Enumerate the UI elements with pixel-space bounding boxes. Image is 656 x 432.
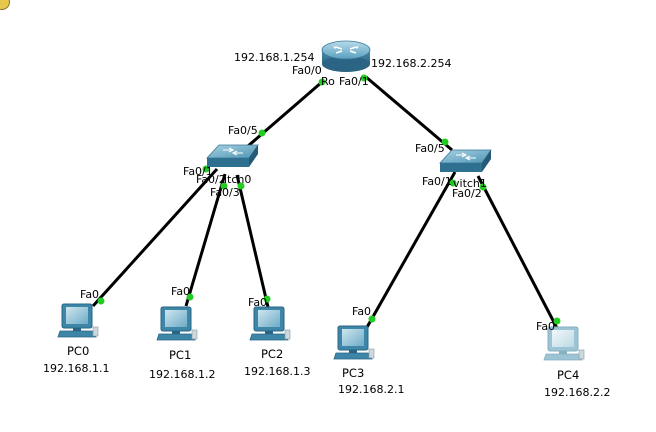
router-port-left: Fa0/0 (292, 64, 322, 77)
router-port-right: Fa0/1 (339, 75, 369, 88)
switch0-port-3: Fa0/3 (210, 186, 240, 199)
switch0-port-1: Fa0/1 (183, 165, 213, 178)
router-icon[interactable] (321, 40, 371, 72)
pc2-ip: 192.168.1.3 (244, 365, 311, 378)
link-switch0-pc1[interactable] (184, 173, 227, 307)
switch-icon[interactable] (439, 149, 492, 172)
link-switch1-pc4[interactable] (476, 175, 560, 331)
links (91, 75, 560, 331)
pc1-ip: 192.168.1.2 (149, 368, 216, 381)
pc2-name: PC2 (261, 347, 284, 361)
switch1-port-2: Fa0/2 (452, 187, 482, 200)
pc4-ip: 192.168.2.2 (544, 386, 611, 399)
switch0-name: itch0 (224, 173, 252, 186)
status-dot (202, 165, 210, 173)
status-dot (186, 293, 194, 301)
status-dot (237, 182, 245, 190)
status-dot (97, 297, 105, 305)
pc4-port: Fa0 (536, 320, 556, 333)
pc0-name: PC0 (67, 344, 90, 358)
status-dot (368, 315, 376, 323)
switch1-name: vitch1 (453, 177, 487, 190)
status-dot (318, 78, 326, 86)
status-dot (258, 129, 266, 137)
status-dot (479, 183, 487, 191)
router-ip-right: 192.168.2.254 (371, 57, 452, 70)
pc-icon[interactable] (156, 306, 198, 341)
switch0-port-2: Fa0/2 (196, 173, 226, 186)
pc3-port: Fa0 (352, 305, 372, 318)
status-dot (360, 74, 368, 82)
pc-icon[interactable] (249, 306, 291, 341)
status-dot (263, 295, 271, 303)
link-switch1-pc3[interactable] (364, 171, 457, 330)
pc0-ip: 192.168.1.1 (43, 362, 110, 375)
link-switch0-pc2[interactable] (235, 174, 270, 308)
switch0-port-uplink: Fa0/5 (228, 124, 258, 137)
pc3-name: PC3 (342, 366, 365, 380)
pc1-port: Fa0 (171, 285, 191, 298)
link-status-dots (97, 74, 561, 325)
link-router-switch1[interactable] (365, 75, 453, 152)
status-dot (220, 182, 228, 190)
pc4-name: PC4 (557, 368, 580, 382)
pc-icon[interactable] (333, 325, 375, 360)
pc2-port: Fa0 (248, 296, 268, 309)
router-ip-left: 192.168.1.254 (234, 51, 315, 64)
pc3-ip: 192.168.2.1 (338, 383, 405, 396)
pc-icon[interactable] (57, 303, 99, 338)
switch1-port-uplink: Fa0/5 (415, 142, 445, 155)
pc0-port: Fa0 (80, 288, 100, 301)
status-dot (449, 179, 457, 187)
switch-icon[interactable] (206, 144, 259, 167)
status-dot (441, 138, 449, 146)
pc1-name: PC1 (169, 348, 192, 362)
router-name: Ro (321, 75, 335, 88)
status-dot (553, 317, 561, 325)
link-switch0-pc0[interactable] (91, 167, 219, 308)
pc-icon[interactable] (543, 326, 585, 361)
switch1-port-1: Fa0/1 (422, 175, 452, 188)
